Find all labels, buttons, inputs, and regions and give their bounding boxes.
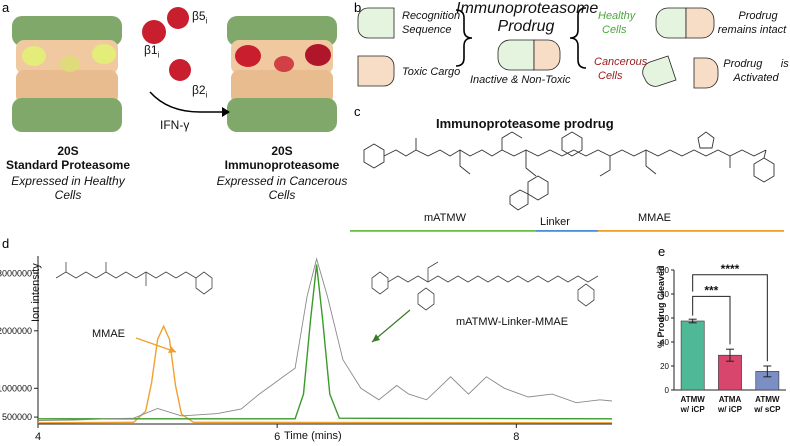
annotation-prodrug: mATMW-Linker-MMAE — [456, 316, 569, 328]
x-tick-label-1: 6 — [274, 431, 280, 443]
immuno-title-1: 20S — [271, 144, 293, 158]
immuno-sub-2: Cells — [268, 188, 296, 202]
prodrug-scheme — [357, 7, 719, 89]
healthy-label-2: Cells — [602, 24, 627, 36]
activated-label-2: Activated — [733, 72, 779, 84]
panel-b-label: b — [354, 0, 362, 15]
category-label-2-0: ATMW — [755, 395, 780, 404]
recognition-label-1: Recognition — [402, 10, 461, 22]
sig-label-0: *** — [704, 283, 718, 297]
e-y-tick-label-3: 60 — [660, 314, 669, 323]
category-label-0-1: w/ iCP — [680, 405, 706, 414]
beta1-label: β1i — [144, 43, 160, 60]
standard-proteasome-image — [12, 16, 122, 132]
intact-label-1: Prodrug — [738, 10, 778, 22]
standard-title-2: Standard Proteasome — [5, 158, 131, 172]
segment-label-2: Linker — [540, 216, 570, 228]
segment-bar-3 — [598, 230, 784, 232]
immunoproteasome-image — [227, 16, 337, 132]
beta5-label: β5i — [192, 9, 208, 26]
y-axis-title-wrap: Ion intensity — [30, 263, 42, 322]
sig-bracket-1 — [692, 274, 768, 362]
y-tick-label-1: 1000000 — [0, 383, 32, 393]
e-y-tick-label-2: 40 — [660, 338, 669, 347]
prodrug-structure — [350, 131, 784, 232]
x-tick-label-0: 4 — [35, 431, 41, 443]
e-y-tick-label-0: 0 — [665, 386, 670, 395]
x-axis-title: Time (mins) — [284, 430, 342, 442]
bar-0 — [680, 320, 705, 391]
lcms-chromatogram: 4 6 8 500000 1000000 2000000 3000000 — [0, 256, 613, 443]
standard-title-1: 20S — [57, 144, 79, 158]
mmae-structure — [55, 262, 213, 295]
segment-bar-1 — [350, 230, 536, 232]
panel-a-label: a — [2, 0, 10, 15]
intact-label-2: remains intact — [717, 24, 787, 36]
e-y-axis-title: % Prodrug Cleaved — [656, 265, 666, 348]
segment-label-3: MMAE — [638, 212, 671, 224]
ifn-gamma-label: IFN-γ — [160, 118, 190, 132]
segment-bar-2 — [536, 230, 598, 232]
standard-sub-2: Cells — [54, 188, 82, 202]
y-tick-label-0: 500000 — [2, 412, 32, 422]
panel-e-label: e — [658, 244, 666, 259]
panel-d-label: d — [2, 236, 10, 251]
subunit-blobs — [142, 7, 191, 81]
prodrug-structure-title: Immunoproteasome prodrug — [436, 116, 614, 131]
cancer-label-1: Cancerous — [594, 56, 648, 68]
y-tick-label-3: 3000000 — [0, 268, 32, 278]
healthy-label-1: Healthy — [598, 10, 636, 22]
recognition-label-2: Sequence — [402, 24, 452, 36]
immuno-sub-1: Expressed in Cancerous — [216, 174, 348, 188]
toxic-cargo-label: Toxic Cargo — [402, 66, 461, 78]
immuno-title-2: Immunoproteasome — [224, 158, 340, 172]
sig-label-1: **** — [721, 262, 740, 276]
e-y-axis-title-wrap: % Prodrug Cleaved — [656, 265, 666, 348]
prodrug-ms-structure — [371, 261, 599, 311]
beta2-label: β2i — [192, 83, 208, 100]
category-label-1-0: ATMA — [719, 395, 742, 404]
segment-label-1: mATMW — [424, 212, 466, 224]
proteasome-illustration — [12, 7, 337, 132]
e-y-tick-label-4: 80 — [660, 290, 669, 299]
x-tick-label-2: 8 — [513, 431, 519, 443]
category-label-2-1: w/ sCP — [753, 405, 781, 414]
y-axis-title: Ion intensity — [30, 263, 42, 322]
inactive-label: Inactive & Non-Toxic — [470, 74, 571, 86]
series-line-2 — [37, 257, 613, 421]
sig-bracket-0 — [692, 295, 731, 345]
cancer-label-2: Cells — [598, 70, 623, 82]
panel-c-label: c — [354, 104, 361, 119]
e-y-tick-label-1: 20 — [660, 362, 669, 371]
standard-sub-1: Expressed in Healthy — [11, 174, 125, 188]
category-label-0-0: ATMW — [681, 395, 706, 404]
series-line-1 — [38, 264, 613, 420]
e-y-tick-label-5: 100 — [656, 266, 670, 275]
category-label-1-1: w/ iCP — [717, 405, 743, 414]
annotation-mmae: MMAE — [92, 328, 125, 340]
y-tick-label-2: 2000000 — [0, 326, 32, 336]
activated-label-1: Prodrug is — [723, 58, 789, 70]
